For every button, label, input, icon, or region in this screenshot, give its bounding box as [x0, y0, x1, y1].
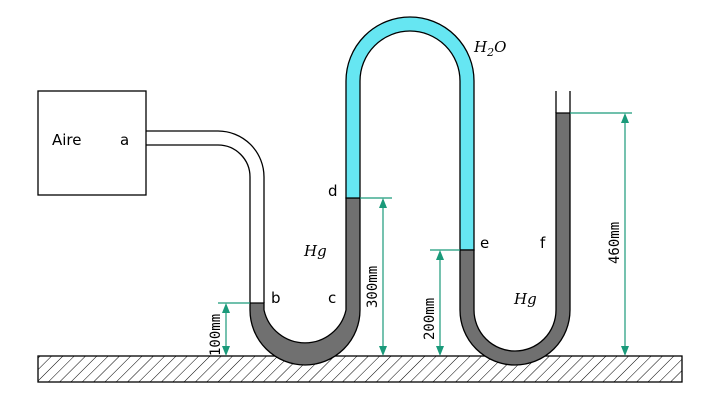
- label-point-b: b: [271, 289, 281, 307]
- dim-arrow-300-bottom: [379, 346, 387, 356]
- dim-arrow-300-top: [379, 198, 387, 208]
- mercury-column-left: [249, 197, 361, 366]
- dim-arrow-460-top: [621, 113, 629, 123]
- air-tank: [37, 90, 147, 196]
- label-point-a: a: [120, 131, 129, 149]
- air-pipe-outer: [146, 130, 265, 303]
- dim-label-200mm: 200mm: [422, 298, 438, 340]
- dim-arrow-200-bottom: [436, 346, 444, 356]
- label-mercury-right: Hg: [513, 290, 537, 308]
- air-pipe-inner: [146, 144, 251, 303]
- water-column: [345, 16, 475, 251]
- dim-arrow-460-bottom: [621, 346, 629, 356]
- label-mercury-left: Hg: [303, 242, 327, 260]
- dim-arrow-200-top: [436, 250, 444, 260]
- mercury-column-right: [459, 112, 571, 366]
- dim-arrow-100-top: [222, 303, 230, 313]
- dim-label-100mm: 100mm: [208, 314, 224, 356]
- label-point-f: f: [540, 234, 546, 252]
- label-point-d: d: [328, 182, 338, 200]
- dim-arrow-100-bottom: [222, 346, 230, 356]
- ground-hatch: [37, 355, 683, 383]
- label-water: H2O: [473, 38, 506, 59]
- label-tank: Aire: [52, 131, 82, 149]
- label-point-c: c: [328, 289, 336, 307]
- dim-label-300mm: 300mm: [365, 266, 381, 308]
- label-point-e: e: [480, 234, 489, 252]
- dim-label-460mm: 460mm: [607, 222, 623, 264]
